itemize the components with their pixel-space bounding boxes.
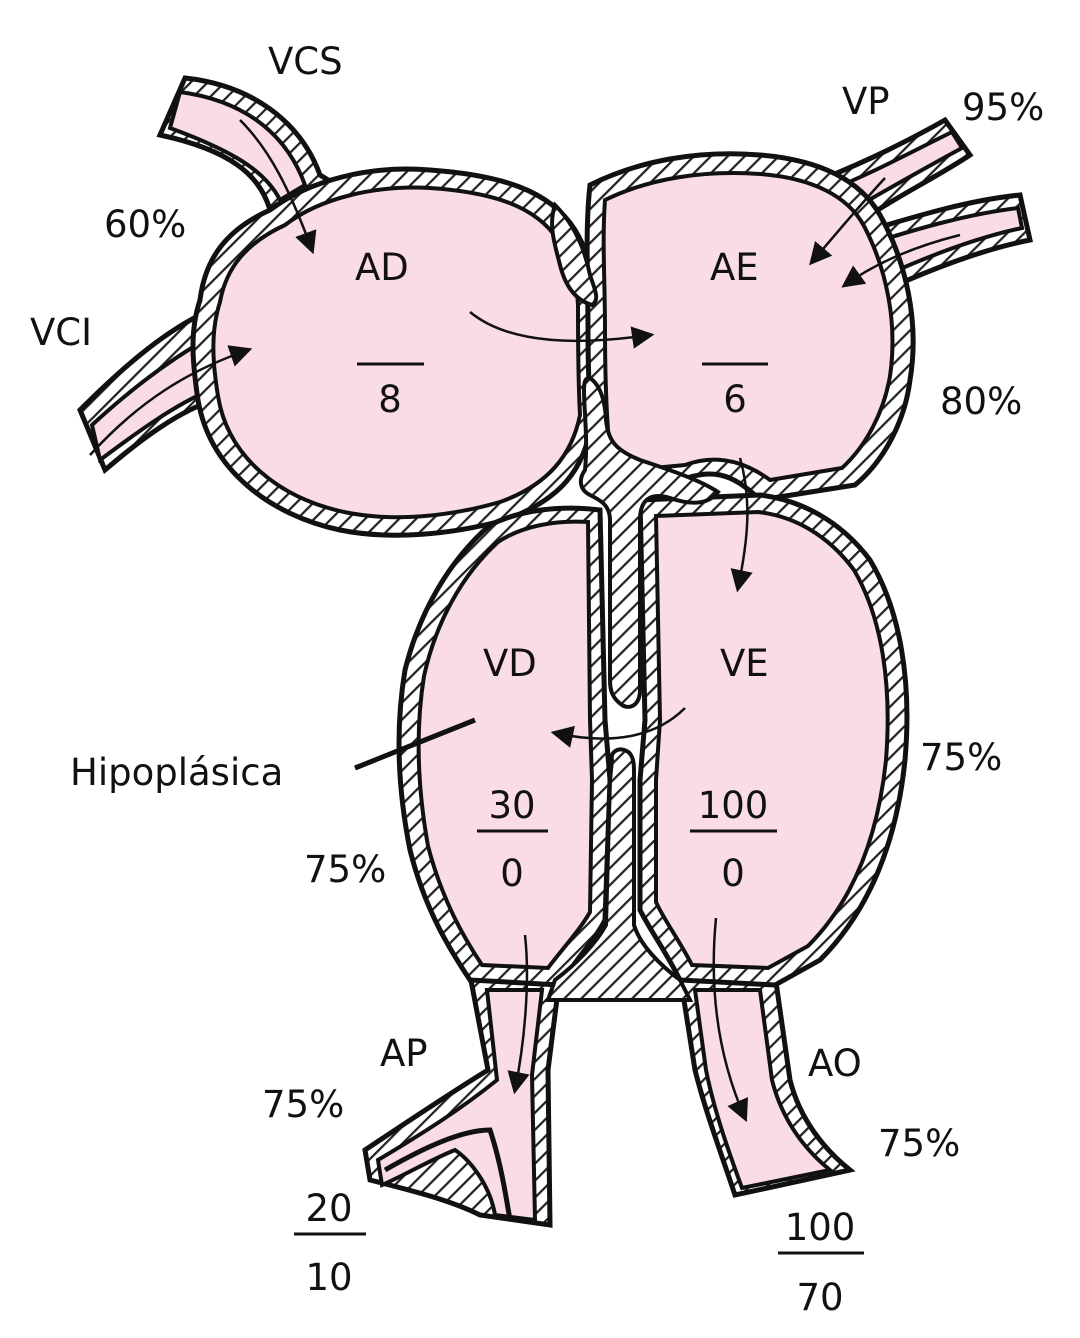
ao-vessel-lumen	[692, 988, 835, 1191]
ve-to-ao-flow-arrow	[712, 917, 749, 1123]
label-hipoplasica: Hipoplásica	[70, 751, 283, 794]
pressure-ao-denominator: 70	[796, 1276, 843, 1319]
pressure-ve-denominator: 0	[721, 852, 745, 895]
pressure-vd-numerator: 30	[488, 784, 535, 827]
av-septum	[578, 375, 721, 709]
vd-to-ap-flow-arrow	[507, 934, 530, 1095]
pressure-ap-denominator: 10	[305, 1256, 352, 1299]
vp-upper-vessel-lumen	[825, 129, 965, 208]
ve-to-vd-flow-arrow	[550, 707, 686, 748]
vp-upper-flow-arrow	[809, 177, 886, 266]
pressure-ap: 20 10	[294, 1187, 366, 1299]
pressure-ae: 6	[702, 362, 768, 421]
saturation-vd: 75%	[304, 848, 386, 891]
vessels	[77, 75, 1033, 1228]
vp-lower-flow-arrow	[841, 233, 961, 288]
saturation-labels: 60% 95% 80% 75% 75% 75% 75%	[104, 86, 1044, 1165]
label-ap: AP	[380, 1032, 428, 1075]
saturation-ae: 80%	[940, 380, 1022, 423]
vcs-vessel-lumen	[167, 89, 308, 203]
ventricular-septum	[545, 747, 694, 1002]
ad-chamber	[211, 185, 583, 520]
pressure-ad: 8	[357, 362, 424, 421]
pressure-vd-denominator: 0	[500, 852, 524, 895]
pressure-ad-denominator: 8	[378, 378, 402, 421]
chambers	[190, 151, 916, 1002]
label-ae: AE	[710, 246, 759, 289]
vp-lower-vessel-lumen	[869, 205, 1025, 281]
label-vcs: VCS	[268, 40, 343, 83]
pressure-ao: 100 70	[778, 1206, 864, 1319]
flow-arrows	[89, 119, 961, 1123]
label-vd: VD	[483, 642, 537, 685]
hipoplasica-pointer	[354, 717, 476, 771]
saturation-ao: 75%	[878, 1122, 960, 1165]
saturation-ap: 75%	[262, 1083, 344, 1126]
pressure-ap-numerator: 20	[305, 1187, 352, 1230]
saturation-vp: 95%	[962, 86, 1044, 129]
label-ve: VE	[720, 642, 769, 685]
label-ao: AO	[808, 1042, 862, 1085]
atrial-septum	[550, 201, 599, 308]
label-vci: VCI	[30, 311, 92, 354]
label-ad: AD	[355, 246, 409, 289]
vcs-flow-arrow	[239, 119, 317, 255]
vci-flow-arrow	[89, 345, 253, 456]
pressure-vd: 30 0	[477, 784, 548, 895]
saturation-vcs-vci: 60%	[104, 203, 186, 246]
label-vp: VP	[842, 80, 890, 123]
ae-to-ve-flow-arrow	[730, 457, 753, 593]
structure-labels: VCS VCI VP AD AE VD VE AP AO Hipoplásica	[30, 40, 890, 1085]
pressure-ae-denominator: 6	[723, 378, 747, 421]
ap-branch-wall	[383, 1127, 513, 1221]
pressure-ve-numerator: 100	[698, 784, 769, 827]
ve-chamber	[653, 509, 890, 971]
saturation-ve: 75%	[920, 736, 1002, 779]
ad-to-ae-flow-arrow	[469, 311, 655, 349]
pressure-ao-numerator: 100	[785, 1206, 856, 1249]
vd-chamber	[416, 519, 595, 971]
pressure-ve: 100 0	[690, 784, 777, 895]
